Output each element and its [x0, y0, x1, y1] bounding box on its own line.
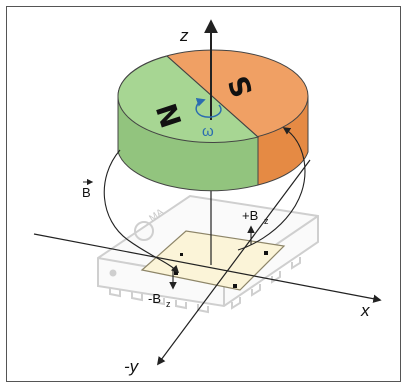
- rotation-arrow: [195, 98, 222, 118]
- plus-bz-label: +B z: [242, 208, 269, 226]
- magnet-disk: [117, 49, 309, 192]
- neg-y-axis: [156, 159, 311, 366]
- minus-bz-subscript: z: [166, 299, 171, 309]
- magnet-top-north: [117, 55, 260, 143]
- hall-element-4: [180, 253, 183, 256]
- minus-bz-text: -B: [148, 291, 161, 306]
- plus-bz-subscript: z: [264, 216, 269, 226]
- b-vector-label: B: [82, 178, 94, 200]
- minus-bz-label: -B z: [148, 291, 171, 309]
- z-axis-label: z: [179, 26, 189, 45]
- x-axis: [33, 233, 382, 303]
- logo-circle: [134, 221, 154, 241]
- b-vector-text: B: [82, 185, 91, 200]
- hall-element-3: [264, 251, 268, 255]
- rotation-label: ω: [202, 123, 214, 140]
- pin1-dot: [109, 269, 117, 277]
- hall-element-2: [233, 284, 237, 288]
- figure-frame: [6, 6, 401, 382]
- plus-bz-text: +B: [242, 208, 258, 223]
- field-line-right: [237, 127, 306, 251]
- field-line-left: [103, 149, 180, 274]
- neg-y-axis-label: -y: [124, 357, 140, 376]
- x-axis-label: x: [360, 301, 370, 320]
